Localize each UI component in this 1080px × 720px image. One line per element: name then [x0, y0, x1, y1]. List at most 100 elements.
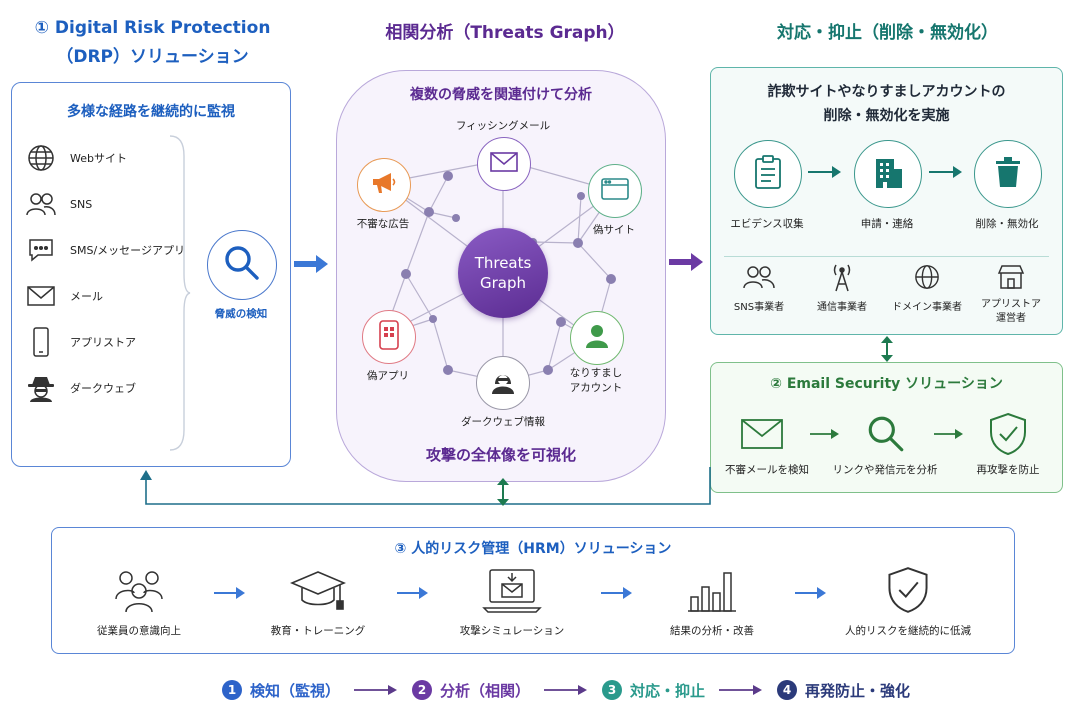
response-title-line2: 削除・無効化を実施: [823, 108, 950, 124]
globe-icon: [914, 264, 940, 294]
flow-badge-1: 1: [222, 680, 242, 700]
flow-label-3: 対応・抑止: [630, 681, 706, 700]
response-step-evidence: エビデンス収集: [730, 218, 804, 230]
hrm-step-awareness: 従業員の意識向上: [97, 625, 181, 637]
flow-arrow-2: [544, 685, 588, 695]
channel-item-sms: SMS/メッセージアプリ: [26, 236, 186, 264]
megaphone-icon: [370, 171, 398, 199]
clipboard-icon: [753, 154, 783, 194]
arrow-graph-hrm: [497, 478, 509, 506]
users-icon: [26, 189, 56, 219]
arrow-email-1-2: [810, 429, 839, 439]
flow-step-2: 2 分析（相関）: [412, 680, 530, 701]
threats-graph-center: Threats Graph: [458, 228, 548, 318]
arrow-hrm-3-4: [601, 587, 632, 599]
envelope-icon: [26, 281, 56, 311]
impersonation-node: [570, 311, 624, 365]
channel-item-web: Webサイト: [26, 144, 186, 172]
request-circle: [854, 140, 922, 208]
hrm-panel: [51, 527, 1015, 654]
flow-step-1: 1 検知（監視）: [222, 680, 340, 701]
partner-appstore: アプリストア 運営者: [966, 298, 1056, 326]
flow-arrow-1: [354, 685, 398, 695]
flow-badge-3: 3: [602, 680, 623, 700]
hacker-icon: [26, 373, 56, 403]
flow-step-3: 3 対応・抑止: [602, 680, 705, 701]
person-icon: [584, 323, 610, 353]
fake-site-label: 偽サイト: [593, 224, 635, 236]
magnifier-icon: [222, 243, 262, 287]
partner-appstore-line1: アプリストア: [981, 299, 1041, 310]
hrm-step-analysis: 結果の分析・改善: [670, 625, 754, 637]
flow-arrow-3: [719, 685, 763, 695]
email-step-prevent: 再攻撃を防止: [976, 464, 1040, 476]
users-icon: [743, 265, 775, 293]
ads-label: 不審な広告: [356, 218, 410, 230]
channel-label-web: Webサイト: [70, 152, 127, 165]
partner-appstore-line2: 運営者: [996, 313, 1026, 324]
channel-label-sns: SNS: [70, 197, 93, 211]
shield-check-icon: [886, 566, 930, 618]
channel-item-mail: メール: [26, 282, 186, 310]
arrow-hrm-2-3: [397, 587, 428, 599]
arrow-hrm-1-2: [214, 587, 245, 599]
flow-label-4: 再発防止・強化: [805, 681, 911, 700]
partner-domain: ドメイン事業者: [892, 302, 962, 313]
graph-bottom-label: 攻撃の全体像を可視化: [425, 446, 576, 464]
impersonation-label-line2: アカウント: [569, 382, 623, 394]
channel-item-appstore: アプリストア: [26, 327, 186, 357]
browser-window-icon: [601, 177, 629, 205]
impersonation-label: なりすまし アカウント: [556, 366, 636, 396]
drp-panel-title: 多様な経路を継続的に監視: [67, 104, 235, 120]
globe-icon: [26, 143, 56, 173]
drp-header-line1: ① Digital Risk Protection: [34, 18, 271, 38]
channel-label-appstore: アプリストア: [70, 336, 136, 349]
channel-brace: [169, 135, 191, 451]
bar-chart-icon: [686, 567, 738, 617]
hrm-step-training: 教育・トレーニング: [270, 625, 366, 637]
flow-badge-2: 2: [412, 680, 433, 700]
channel-label-darkweb: ダークウェブ: [70, 382, 136, 395]
arrow-step1-to-2: [808, 166, 841, 178]
hrm-title: ③ 人的リスク管理（HRM）ソリューション: [394, 541, 672, 557]
center-line2: Graph: [479, 274, 526, 292]
detect-circle: [207, 230, 277, 300]
graph-header: 相関分析（Threats Graph）: [385, 23, 625, 43]
email-security-panel: [710, 362, 1063, 493]
partner-telecom: 通信事業者: [817, 302, 867, 313]
detect-label: 脅威の検知: [214, 308, 268, 320]
channel-list: Webサイト SNS SMS/メッセージアプリ メール アプリストア ダークウェ…: [26, 144, 186, 402]
response-title: 詐欺サイトやなりすましアカウントの 削除・無効化を実施: [715, 80, 1058, 128]
impersonation-label-line1: なりすまし: [569, 367, 623, 379]
hacker-icon: [488, 366, 518, 400]
delete-circle: [974, 140, 1042, 208]
arrow-email-2-3: [934, 429, 963, 439]
ads-node: [357, 158, 411, 212]
response-step-delete: 削除・無効化: [975, 218, 1039, 230]
graduation-cap-icon: [289, 569, 347, 617]
flow-badge-4: 4: [777, 680, 798, 700]
flow-label-1: 検知（監視）: [250, 681, 341, 700]
fake-app-node: [362, 310, 416, 364]
evidence-circle: [734, 140, 802, 208]
darkweb-label: ダークウェブ情報: [461, 416, 545, 428]
trash-icon: [995, 156, 1021, 192]
hrm-step-reduce: 人的リスクを継続的に低減: [845, 625, 971, 637]
partner-sns: SNS事業者: [733, 302, 785, 313]
response-divider: [724, 256, 1049, 257]
envelope-icon: [740, 418, 784, 454]
team-icon: [114, 569, 164, 617]
arrow-step2-to-3: [929, 166, 962, 178]
hrm-step-simulation: 攻撃シミュレーション: [459, 625, 565, 637]
response-title-line1: 詐欺サイトやなりすましアカウントの: [767, 84, 1006, 100]
response-step-request: 申請・連絡: [860, 218, 914, 230]
shield-check-icon: [988, 412, 1028, 460]
response-header: 対応・抑止（削除・無効化）: [777, 23, 998, 43]
drp-header: ① Digital Risk Protection （DRP）ソリューション: [20, 18, 285, 67]
feedback-connector: [140, 467, 711, 505]
smartphone-icon: [26, 327, 56, 357]
email-step-detect: 不審メールを検知: [725, 464, 809, 476]
channel-label-sms: SMS/メッセージアプリ: [70, 244, 185, 257]
arrow-response-email: [881, 336, 893, 362]
antenna-icon: [830, 262, 854, 296]
